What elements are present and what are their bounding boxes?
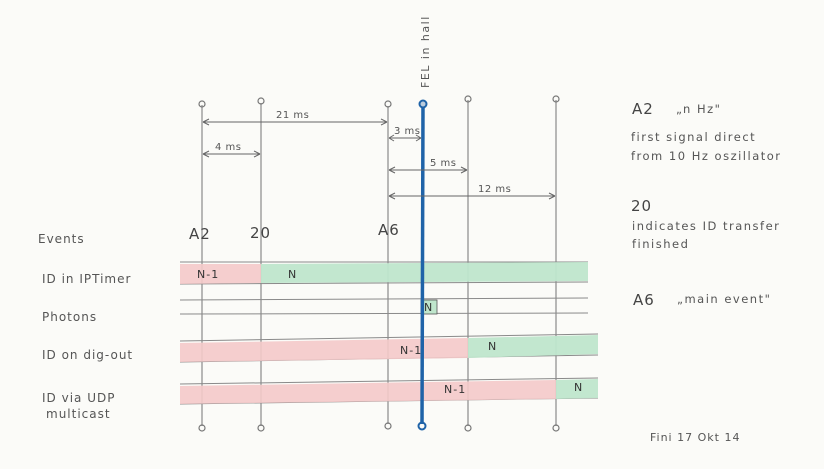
row-labels: Events ID in IPTimer Photons ID on dig-o…	[38, 232, 133, 421]
bar-row1-curr	[261, 262, 588, 283]
fel-line: FEL in hall	[417, 15, 432, 431]
note-a2-quote: „n Hz"	[676, 102, 721, 116]
row-label-iptimer: ID in IPTimer	[42, 272, 131, 286]
arrowhead	[388, 166, 468, 174]
note-a6-quote: „main event"	[677, 292, 771, 306]
circle-bot-20	[257, 424, 265, 432]
bar-text-row1-curr: N	[288, 268, 297, 281]
bars	[180, 262, 598, 404]
row-label-digout: ID on dig-out	[42, 348, 133, 362]
event-name-a2: A2	[189, 225, 211, 243]
circle-top-a2	[198, 100, 206, 108]
fel-top-circle	[418, 99, 428, 109]
measurement-labels: 21 ms 4 ms 3 ms 5 ms 12 ms	[215, 110, 511, 195]
note-a2-line2: from 10 Hz oszillator	[631, 149, 782, 163]
row-label-photons: Photons	[42, 310, 97, 324]
bar-row3-curr	[468, 335, 598, 358]
meas-3ms: 3 ms	[394, 126, 421, 137]
row-line	[179, 312, 589, 315]
arrowhead	[388, 192, 556, 200]
row-label-udp: ID via UDP	[42, 391, 115, 405]
measurement-arrows	[202, 118, 556, 200]
circle-bot-plus12	[552, 424, 560, 432]
note-20-line2: finished	[632, 237, 689, 251]
note-a2-line1: first signal direct	[631, 130, 756, 144]
row-line	[179, 281, 589, 285]
bar-labels: N-1 N N N-1 N N-1 N	[197, 268, 583, 396]
note-20-title: 20	[631, 197, 652, 215]
circle-top-plus12	[552, 95, 560, 103]
bar-text-row1-prev: N-1	[197, 268, 219, 281]
bar-text-row4-curr: N	[574, 381, 583, 394]
bar-text-row4-prev: N-1	[444, 383, 466, 396]
note-a6-title: A6	[633, 291, 655, 309]
circle-top-20	[257, 97, 265, 105]
note-20-line1: indicates ID transfer	[632, 219, 780, 233]
bar-text-row3-prev: N-1	[400, 344, 422, 357]
fel-bottom-circle	[417, 421, 427, 431]
bar-text-row3-curr: N	[488, 340, 497, 353]
circle-bot-a2	[198, 424, 206, 432]
meas-12ms: 12 ms	[478, 184, 511, 195]
row-label-multicast: multicast	[46, 407, 111, 421]
line-end-circles	[198, 95, 560, 432]
note-a2-title: A2	[632, 100, 654, 118]
row-line	[179, 377, 599, 385]
bar-row3-prev	[180, 338, 468, 362]
circle-top-plus5	[464, 95, 472, 103]
fel-label: FEL in hall	[419, 15, 432, 88]
events-title: Events	[38, 232, 85, 246]
event-name-20: 20	[250, 224, 271, 242]
circle-bot-a6	[384, 422, 392, 430]
circle-top-a6	[384, 100, 392, 108]
bar-row1-prev	[180, 264, 261, 284]
notes: A2 „n Hz" first signal direct from 10 Hz…	[631, 100, 782, 309]
event-name-a6: A6	[378, 221, 400, 239]
fel-vertical-line	[420, 103, 425, 425]
circle-bot-plus5	[464, 424, 472, 432]
arrowhead	[202, 118, 388, 126]
meas-4ms: 4 ms	[215, 142, 242, 153]
arrowhead	[202, 150, 261, 158]
bar-row4-curr	[556, 379, 598, 399]
row-line	[179, 333, 599, 342]
meas-21ms: 21 ms	[276, 110, 309, 121]
event-names: A2 20 A6	[189, 221, 400, 243]
bar-text-photons: N	[424, 301, 433, 314]
arrowhead	[388, 134, 422, 142]
row-line	[179, 297, 589, 301]
bar-row4-prev	[180, 380, 556, 404]
signature: Fini 17 Okt 14	[650, 431, 740, 444]
meas-5ms: 5 ms	[430, 158, 457, 169]
